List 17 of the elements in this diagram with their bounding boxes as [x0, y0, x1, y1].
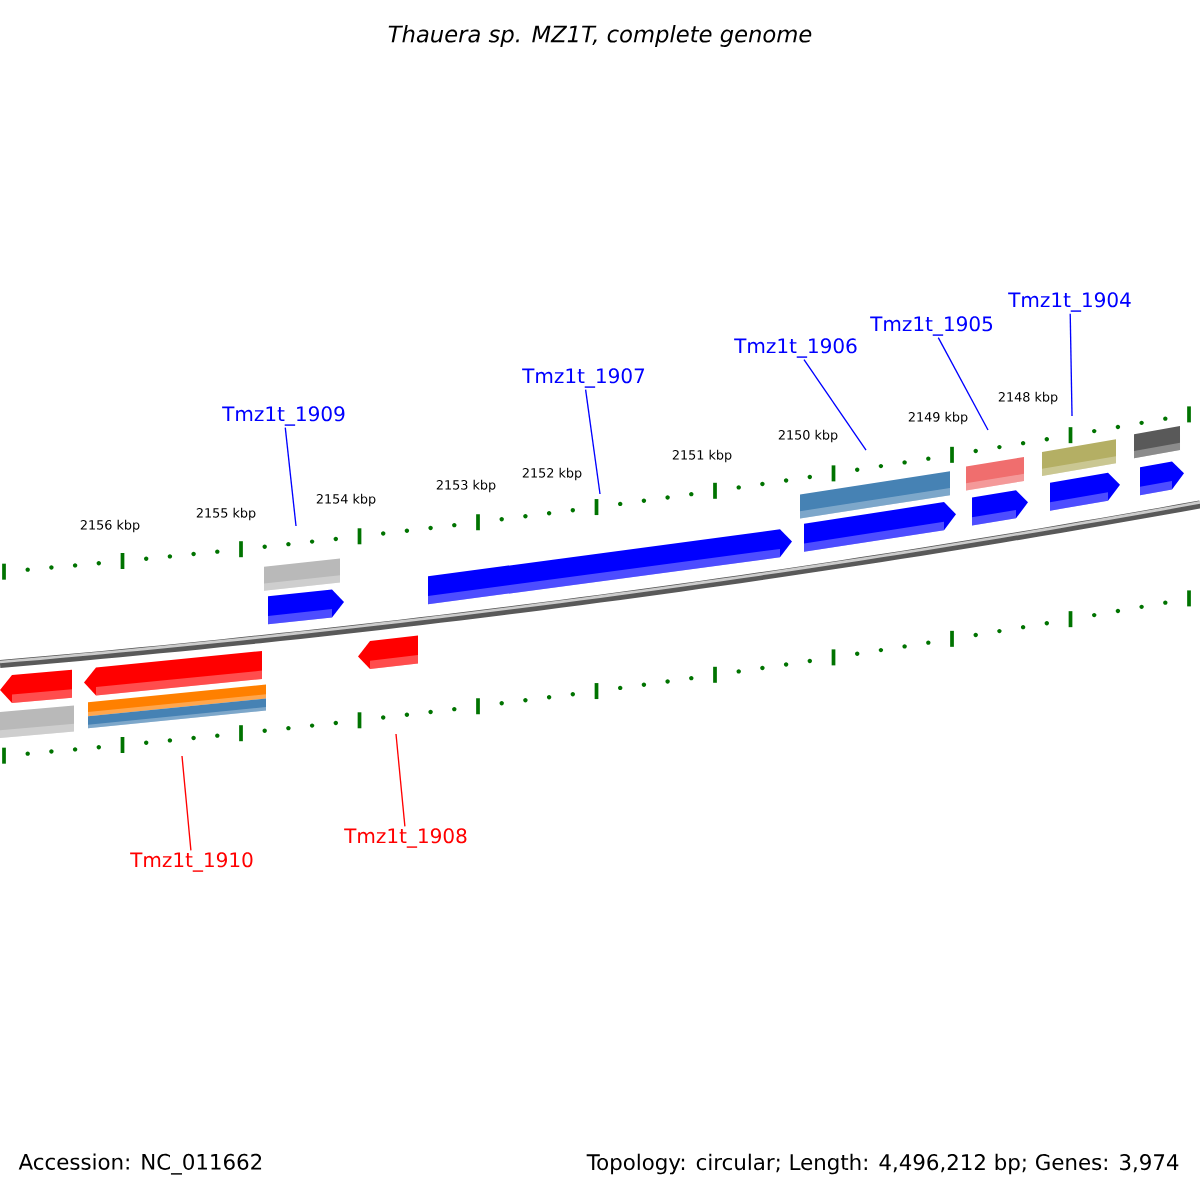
- gene-label: Tmz1t_1909: [222, 406, 345, 426]
- leader-line: [284, 427, 297, 527]
- title: Thauera sp. MZ1T, complete genome: [388, 25, 812, 47]
- leader-line: [1069, 313, 1073, 417]
- gene-label: Tmz1t_1910: [130, 852, 253, 872]
- leader-line: [584, 389, 601, 495]
- leader-line: [937, 337, 989, 431]
- gene-label: Tmz1t_1906: [734, 338, 857, 358]
- leader-line: [181, 755, 192, 852]
- gene-label: Tmz1t_1907: [522, 368, 645, 388]
- gene-label: Tmz1t_1908: [344, 828, 467, 848]
- accession-text: Accession: NC_011662: [18, 1153, 262, 1175]
- leader-line: [803, 359, 867, 451]
- gene-label: Tmz1t_1904: [1008, 292, 1131, 312]
- genome-stats-text: Topology: circular; Length: 4,496,212 bp; Genes: 3,974: [586, 1153, 1179, 1175]
- gene-label: Tmz1t_1905: [870, 316, 993, 336]
- leader-line: [395, 733, 406, 828]
